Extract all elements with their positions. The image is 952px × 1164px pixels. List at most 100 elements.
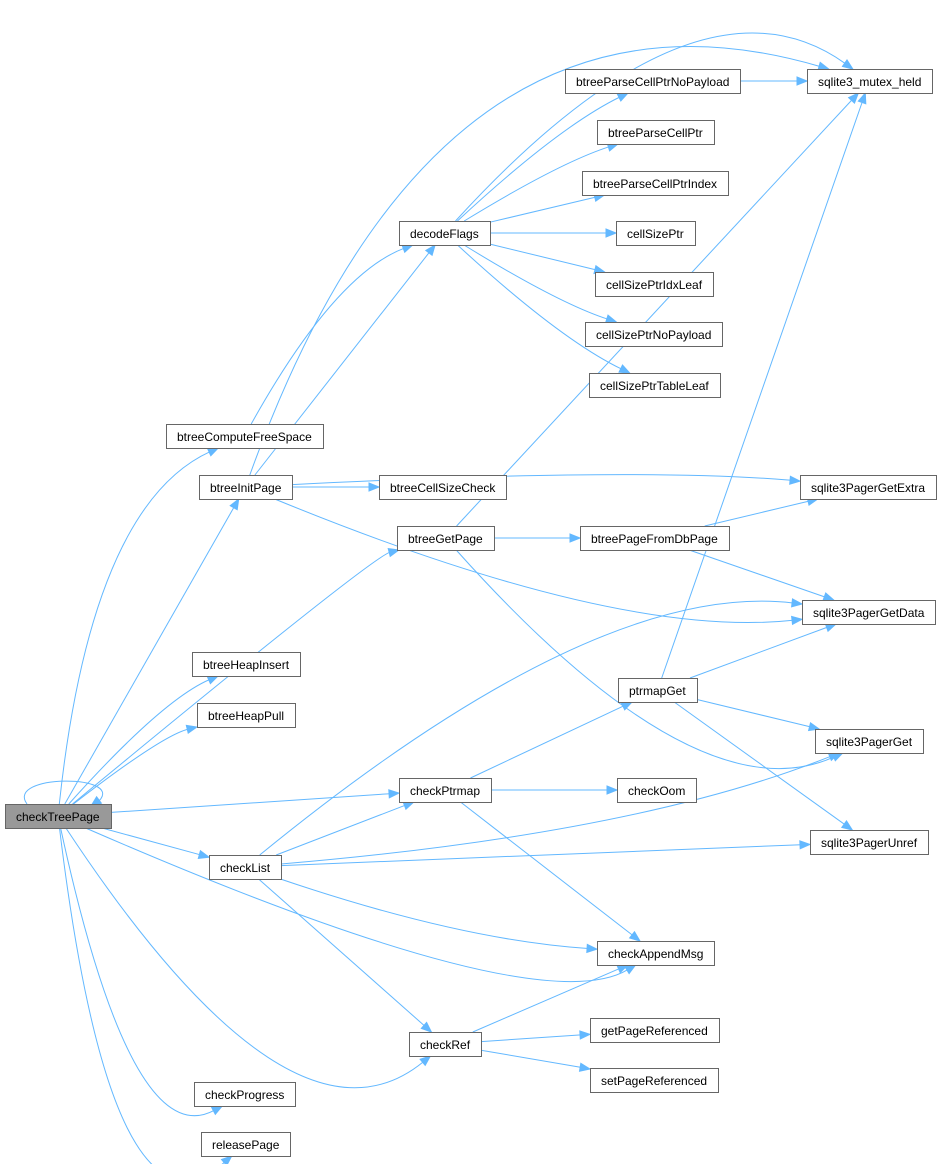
node-checkAppendMsg[interactable]: checkAppendMsg <box>597 941 715 966</box>
edge-checkTreePage-to-checkProgress <box>60 827 224 1117</box>
edge-arrowhead <box>387 548 401 558</box>
edge-checkTreePage-to-btreeHeapPull <box>73 724 199 805</box>
edge-arrowhead <box>616 92 630 102</box>
edge-line <box>460 801 634 936</box>
edge-line <box>455 549 835 769</box>
node-checkList[interactable]: checkList <box>209 855 282 880</box>
edge-btreeInitPage-to-btreeCellSizeCheck <box>291 482 381 492</box>
node-cellSizePtrTableLeaf[interactable]: cellSizePtrTableLeaf <box>589 373 721 398</box>
node-box <box>590 1018 720 1043</box>
edge-arrowhead <box>420 1021 433 1033</box>
edge-line <box>280 755 831 865</box>
node-cellSizePtr[interactable]: cellSizePtr <box>616 221 696 246</box>
edge-btreePageFromDbPage-to-sqlite3PagerGetExtra <box>704 496 820 527</box>
node-btreeHeapInsert[interactable]: btreeHeapInsert <box>192 652 301 677</box>
node-label: btreeParseCellPtr <box>608 126 703 140</box>
edge-line <box>704 500 810 527</box>
node-releasePage[interactable]: releasePage <box>201 1132 291 1157</box>
node-sqlite3_mutex_held[interactable]: sqlite3_mutex_held <box>807 69 933 94</box>
node-btreeComputeFreeSpace[interactable]: btreeComputeFreeSpace <box>166 424 324 449</box>
node-label: sqlite3PagerGet <box>826 735 913 749</box>
node-box <box>192 652 301 677</box>
node-btreeParseCellPtrNoPayload[interactable]: btreeParseCellPtrNoPayload <box>565 69 741 94</box>
node-box <box>397 526 495 551</box>
node-cellSizePtrIdxLeaf[interactable]: cellSizePtrIdxLeaf <box>595 272 714 297</box>
edge-checkRef-to-getPageReferenced <box>480 1030 592 1043</box>
node-setPageReferenced[interactable]: setPageReferenced <box>590 1068 719 1093</box>
node-btreeParseCellPtrIndex[interactable]: btreeParseCellPtrIndex <box>582 171 729 196</box>
edge-line <box>274 498 794 624</box>
edge-line <box>276 804 406 856</box>
node-checkProgress[interactable]: checkProgress <box>194 1082 296 1107</box>
node-getPageReferenced[interactable]: getPageReferenced <box>590 1018 720 1043</box>
node-box <box>815 729 924 754</box>
edge-arrowhead <box>822 592 836 602</box>
edge-btreeInitPage-to-sqlite3PagerGetData <box>274 498 804 626</box>
node-checkTreePage[interactable]: checkTreePage <box>5 804 112 829</box>
edge-line <box>249 46 821 476</box>
edge-arrowhead <box>579 1030 592 1040</box>
edge-line <box>489 243 597 271</box>
node-label: checkOom <box>628 784 685 798</box>
node-label: checkTreePage <box>16 810 100 824</box>
edge-line <box>456 99 853 527</box>
edge-line <box>85 827 629 983</box>
node-btreePageFromDbPage[interactable]: btreePageFromDbPage <box>580 526 730 551</box>
node-box <box>199 475 293 500</box>
node-box <box>409 1032 482 1057</box>
edge-arrowhead <box>578 1062 592 1072</box>
node-decodeFlags[interactable]: decodeFlags <box>399 221 491 246</box>
node-sqlite3PagerUnref[interactable]: sqlite3PagerUnref <box>810 830 929 855</box>
node-label: sqlite3_mutex_held <box>818 75 921 89</box>
node-btreeInitPage[interactable]: btreeInitPage <box>199 475 293 500</box>
edge-arrowhead <box>841 59 854 70</box>
edge-arrowhead <box>220 1155 233 1164</box>
node-box <box>399 221 491 246</box>
node-label: btreeHeapInsert <box>203 658 290 672</box>
node-cellSizePtrNoPayload[interactable]: cellSizePtrNoPayload <box>585 322 723 347</box>
edge-line <box>258 878 426 1027</box>
edge-line <box>68 679 210 805</box>
edge-ptrmapGet-to-sqlite3PagerUnref <box>673 701 854 831</box>
edge-ptrmapGet-to-sqlite3PagerGet <box>696 699 821 732</box>
node-sqlite3PagerGetExtra[interactable]: sqlite3PagerGetExtra <box>800 475 937 500</box>
edge-line <box>73 728 189 805</box>
node-btreeHeapPull[interactable]: btreeHeapPull <box>197 703 296 728</box>
edge-checkTreePage-to-btreeComputeFreeSpace <box>58 447 220 805</box>
edge-arrowhead <box>605 228 618 238</box>
node-label: checkRef <box>420 1038 471 1052</box>
node-checkRef[interactable]: checkRef <box>409 1032 482 1057</box>
node-box <box>209 855 282 880</box>
edge-checkPtrmap-to-ptrmapGet <box>470 701 634 779</box>
node-box <box>617 778 697 803</box>
edge-arrowhead <box>185 724 199 735</box>
node-label: btreeComputeFreeSpace <box>177 430 312 444</box>
edge-btreeGetPage-to-btreePageFromDbPage <box>494 533 582 543</box>
edge-arrowhead <box>618 364 631 374</box>
edge-btreeInitPage-to-sqlite3PagerGetExtra <box>291 474 802 486</box>
node-checkPtrmap[interactable]: checkPtrmap <box>399 778 492 803</box>
edge-arrowhead <box>586 943 599 954</box>
edge-checkTreePage-to-checkTreePage <box>23 780 103 807</box>
node-checkOom[interactable]: checkOom <box>617 778 697 803</box>
node-sqlite3PagerGet[interactable]: sqlite3PagerGet <box>815 729 924 754</box>
edge-checkTreePage-to-checkPtrmap <box>110 789 401 813</box>
node-box <box>618 678 698 703</box>
node-btreeGetPage[interactable]: btreeGetPage <box>397 526 495 551</box>
edge-line <box>661 101 863 679</box>
node-label: btreePageFromDbPage <box>591 532 718 546</box>
edge-line <box>673 701 846 826</box>
node-layer: checkTreePage btreeComputeFreeSpace btreeI… <box>5 69 937 1157</box>
node-box <box>616 221 696 246</box>
node-sqlite3PagerGetData[interactable]: sqlite3PagerGetData <box>802 600 936 625</box>
edge-checkTreePage-to-btreeInitPage <box>64 497 240 805</box>
edge-line <box>470 705 625 779</box>
edge-decodeFlags-to-btreeParseCellPtr <box>463 142 620 222</box>
node-label: releasePage <box>212 1138 280 1152</box>
edge-checkTreePage-to-checkList <box>101 827 211 859</box>
node-btreeParseCellPtr[interactable]: btreeParseCellPtr <box>597 120 715 145</box>
node-btreeCellSizeCheck[interactable]: btreeCellSizeCheck <box>379 475 507 500</box>
node-ptrmapGet[interactable]: ptrmapGet <box>618 678 698 703</box>
edge-checkTreePage-to-btreeHeapInsert <box>68 675 220 805</box>
